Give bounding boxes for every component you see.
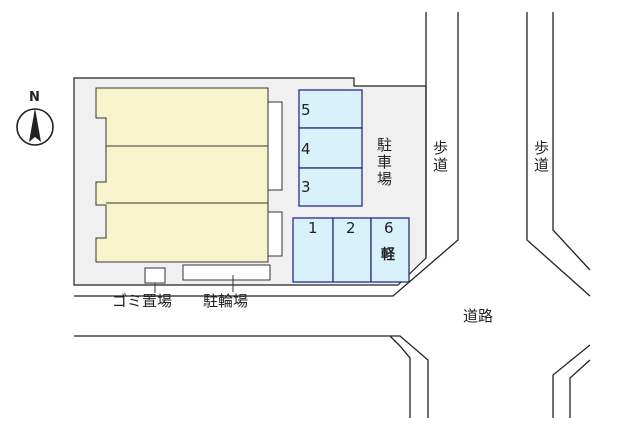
right-sidewalk (552, 12, 591, 271)
road-southeast (552, 344, 591, 418)
north-arrow-icon (29, 108, 41, 142)
building (95, 87, 269, 263)
road-south (74, 335, 429, 418)
parking-block-horizontal (292, 217, 410, 283)
balcony (267, 101, 283, 191)
parking-space-6: 6 (384, 219, 394, 237)
parking-label: 駐車場 (375, 137, 393, 188)
balcony (267, 211, 283, 257)
bicycle-area (182, 264, 271, 281)
road-southwest (389, 335, 411, 418)
bicycle-label: 駐輪場 (203, 292, 249, 310)
left-sidewalk-outer (74, 12, 459, 297)
parking-space-1: 1 (308, 219, 318, 237)
parking-space-5: 5 (301, 101, 311, 119)
road-lines (74, 12, 591, 418)
compass (16, 108, 54, 146)
sidewalk-label-right: 歩道 (532, 140, 550, 174)
center-sidewalk (526, 12, 591, 297)
parking-space-4: 4 (301, 140, 311, 158)
parking-space-3: 3 (301, 178, 311, 196)
parking-space-2: 2 (346, 219, 356, 237)
parking-block-vertical (298, 89, 363, 207)
kei-car-label: 軽 (381, 247, 395, 263)
sidewalk-label-left: 歩道 (431, 140, 449, 174)
garbage-label: ゴミ置場 (112, 292, 173, 310)
compass-north-label: N (29, 90, 40, 105)
road-southeast-inner (569, 359, 591, 418)
road-label: 道路 (463, 307, 494, 325)
garbage-area (144, 267, 166, 284)
